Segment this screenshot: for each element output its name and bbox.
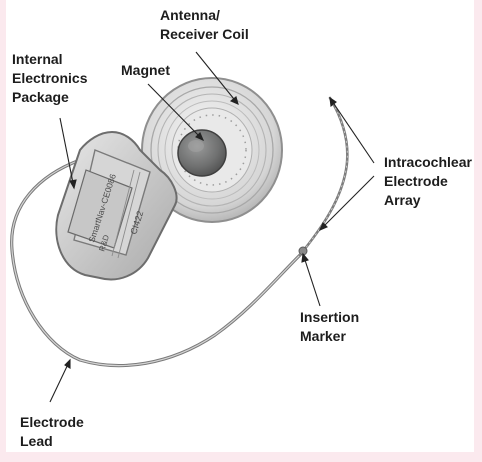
internal-electronics-package: CI422 SmartNav-CE0086 R&D [55, 130, 178, 281]
intracochlear-electrode-array [298, 96, 349, 257]
magnet [177, 129, 227, 177]
label-antenna-receiver-coil: Antenna/ Receiver Coil [160, 7, 249, 42]
label-internal-electronics-package: Internal Electronics Package [12, 51, 88, 105]
leader-lines [49, 51, 375, 403]
label-magnet: Magnet [121, 62, 170, 78]
label-electrode-lead: Electrode Lead [20, 414, 84, 449]
label-insertion-marker: Insertion Marker [300, 309, 360, 344]
label-intracochlear-electrode-array: Intracochlear Electrode Array [384, 154, 472, 208]
